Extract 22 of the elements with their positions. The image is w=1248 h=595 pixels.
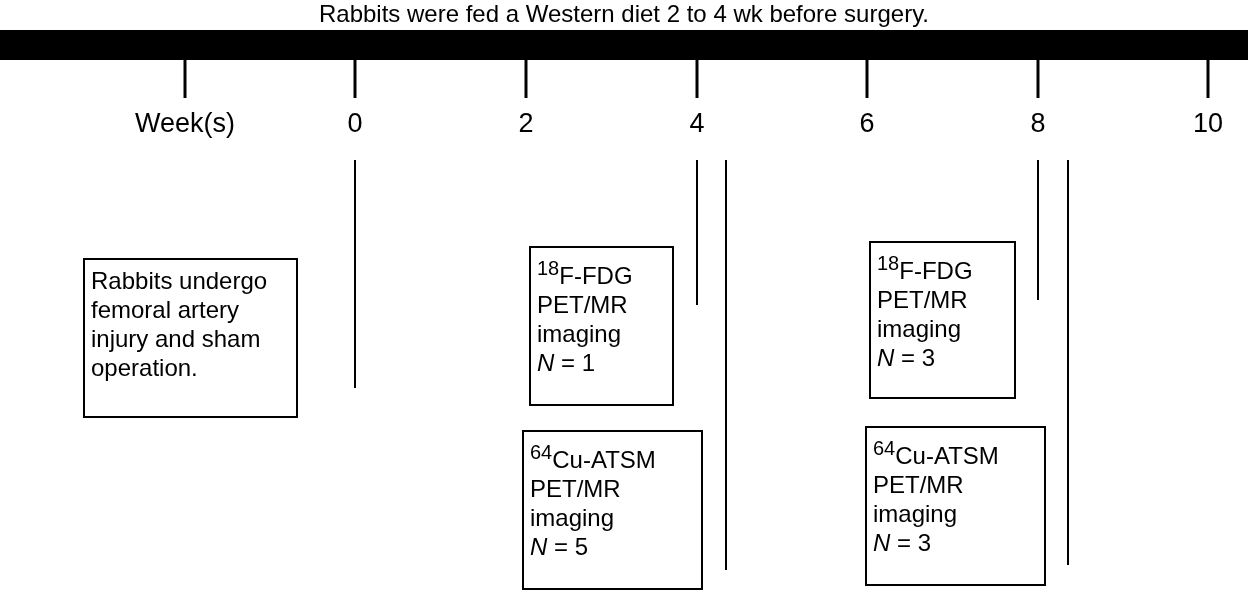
week-number: 0 [347, 108, 363, 139]
sample-size: N = 3 [877, 343, 937, 372]
week-number: 10 [1193, 108, 1223, 139]
event-text: $^{64}$Cu-ATSM PET/MR imaging [530, 440, 657, 532]
week-number: 4 [689, 108, 705, 139]
event-box [865, 426, 1046, 586]
week-number: 8 [1030, 108, 1046, 139]
event-text: $^{64}$Cu-ATSM PET/MR imaging [873, 436, 1000, 528]
axis-label: Week(s) [135, 108, 235, 139]
event-text: $^{18}$F-FDG PET/MR imaging [877, 251, 974, 343]
event-box [522, 430, 703, 590]
event-box [529, 246, 674, 406]
event-box [83, 258, 298, 418]
sample-size: N = 5 [530, 532, 590, 561]
timeline-title: Rabbits were fed a Western diet 2 to 4 wk before surgery. [317, 0, 931, 28]
week-number: 6 [859, 108, 875, 139]
event-text: Rabbits undergo femoral artery injury and sham operation. [91, 266, 269, 382]
sample-size: N = 1 [537, 348, 597, 377]
event-box [869, 241, 1016, 399]
week-number: 2 [518, 108, 534, 139]
event-text: $^{18}$F-FDG PET/MR imaging [537, 256, 634, 348]
sample-size: N = 3 [873, 528, 933, 557]
